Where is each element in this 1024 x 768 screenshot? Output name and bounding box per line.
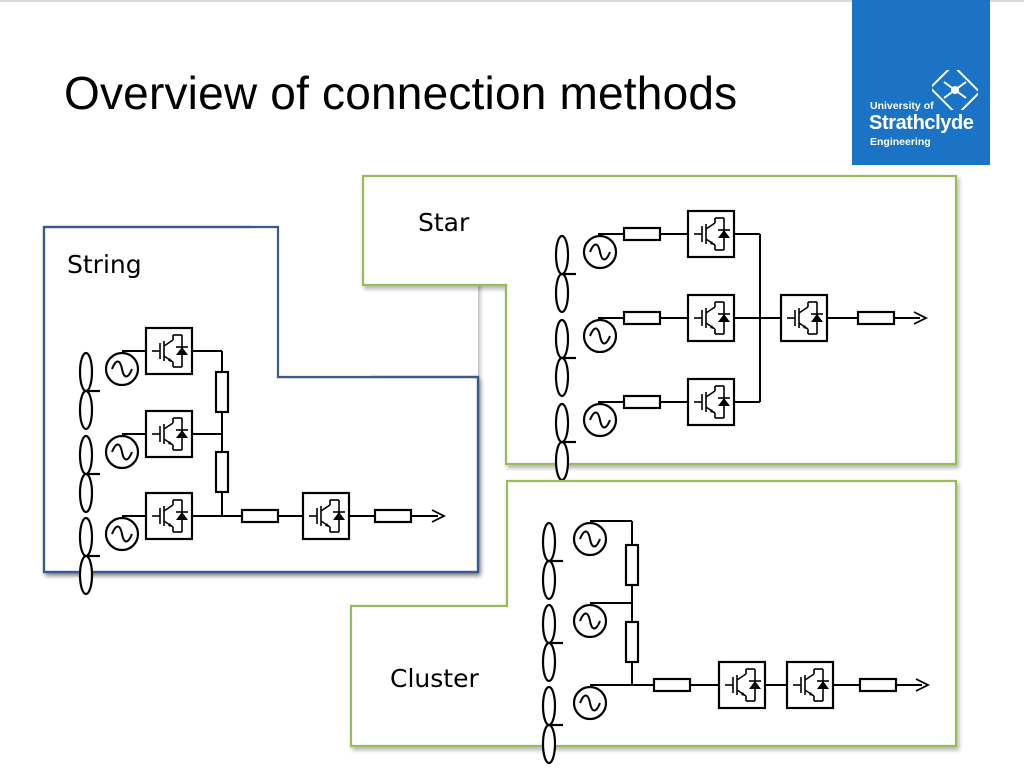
star-generator-icon-1 <box>582 234 618 270</box>
cluster-cable-resistor-icon-2 <box>624 620 640 664</box>
string-cable-resistor-icon-4 <box>373 508 413 524</box>
string-panel <box>42 200 480 596</box>
cluster-generator-icon-2 <box>572 603 608 639</box>
string-cable-resistor-icon-3 <box>240 508 280 524</box>
string-converter-icon-1 <box>144 326 194 376</box>
cluster-label: Cluster <box>390 664 479 693</box>
slide-title: Overview of connection methods <box>64 67 738 119</box>
string-converter-icon-2 <box>144 409 194 459</box>
logo-line-strathclyde: Strathclyde <box>869 112 974 134</box>
star-cable-resistor-icon-2 <box>622 310 662 326</box>
top-divider <box>0 0 1024 2</box>
string-generator-icon-2 <box>104 434 140 470</box>
string-generator-icon-1 <box>104 351 140 387</box>
star-generator-icon-2 <box>582 318 618 354</box>
cluster-cable-resistor-icon-1 <box>624 543 640 587</box>
cluster-panel <box>349 479 958 765</box>
cluster-generator-icon-3 <box>572 685 608 721</box>
cluster-cable-resistor-icon-3 <box>652 677 692 693</box>
star-label: Star <box>418 208 470 237</box>
cluster-cable-resistor-icon-4 <box>858 677 898 693</box>
star-panel <box>361 174 958 482</box>
star-cable-resistor-icon-3 <box>622 394 662 410</box>
star-cable-resistor-icon-4 <box>856 310 896 326</box>
logo-line-university: University of <box>870 100 934 112</box>
string-cable-resistor-icon-1 <box>214 370 230 414</box>
star-converter-icon-4 <box>779 293 829 343</box>
string-cable-resistor-icon-2 <box>214 450 230 494</box>
crest-icon <box>932 70 978 110</box>
logo-line-engineering: Engineering <box>870 136 931 148</box>
string-converter-icon-4 <box>301 491 351 541</box>
university-logo: University of Strathclyde Engineering <box>852 0 990 165</box>
star-cable-resistor-icon-1 <box>622 226 662 242</box>
star-generator-icon-3 <box>582 402 618 438</box>
string-generator-icon-3 <box>104 516 140 552</box>
cluster-converter-icon-1 <box>717 660 767 710</box>
star-converter-icon-2 <box>686 293 736 343</box>
string-converter-icon-3 <box>144 491 194 541</box>
string-label: String <box>67 250 142 279</box>
star-converter-icon-1 <box>686 209 736 259</box>
cluster-converter-icon-2 <box>785 660 835 710</box>
star-converter-icon-3 <box>686 377 736 427</box>
cluster-generator-icon-1 <box>572 521 608 557</box>
